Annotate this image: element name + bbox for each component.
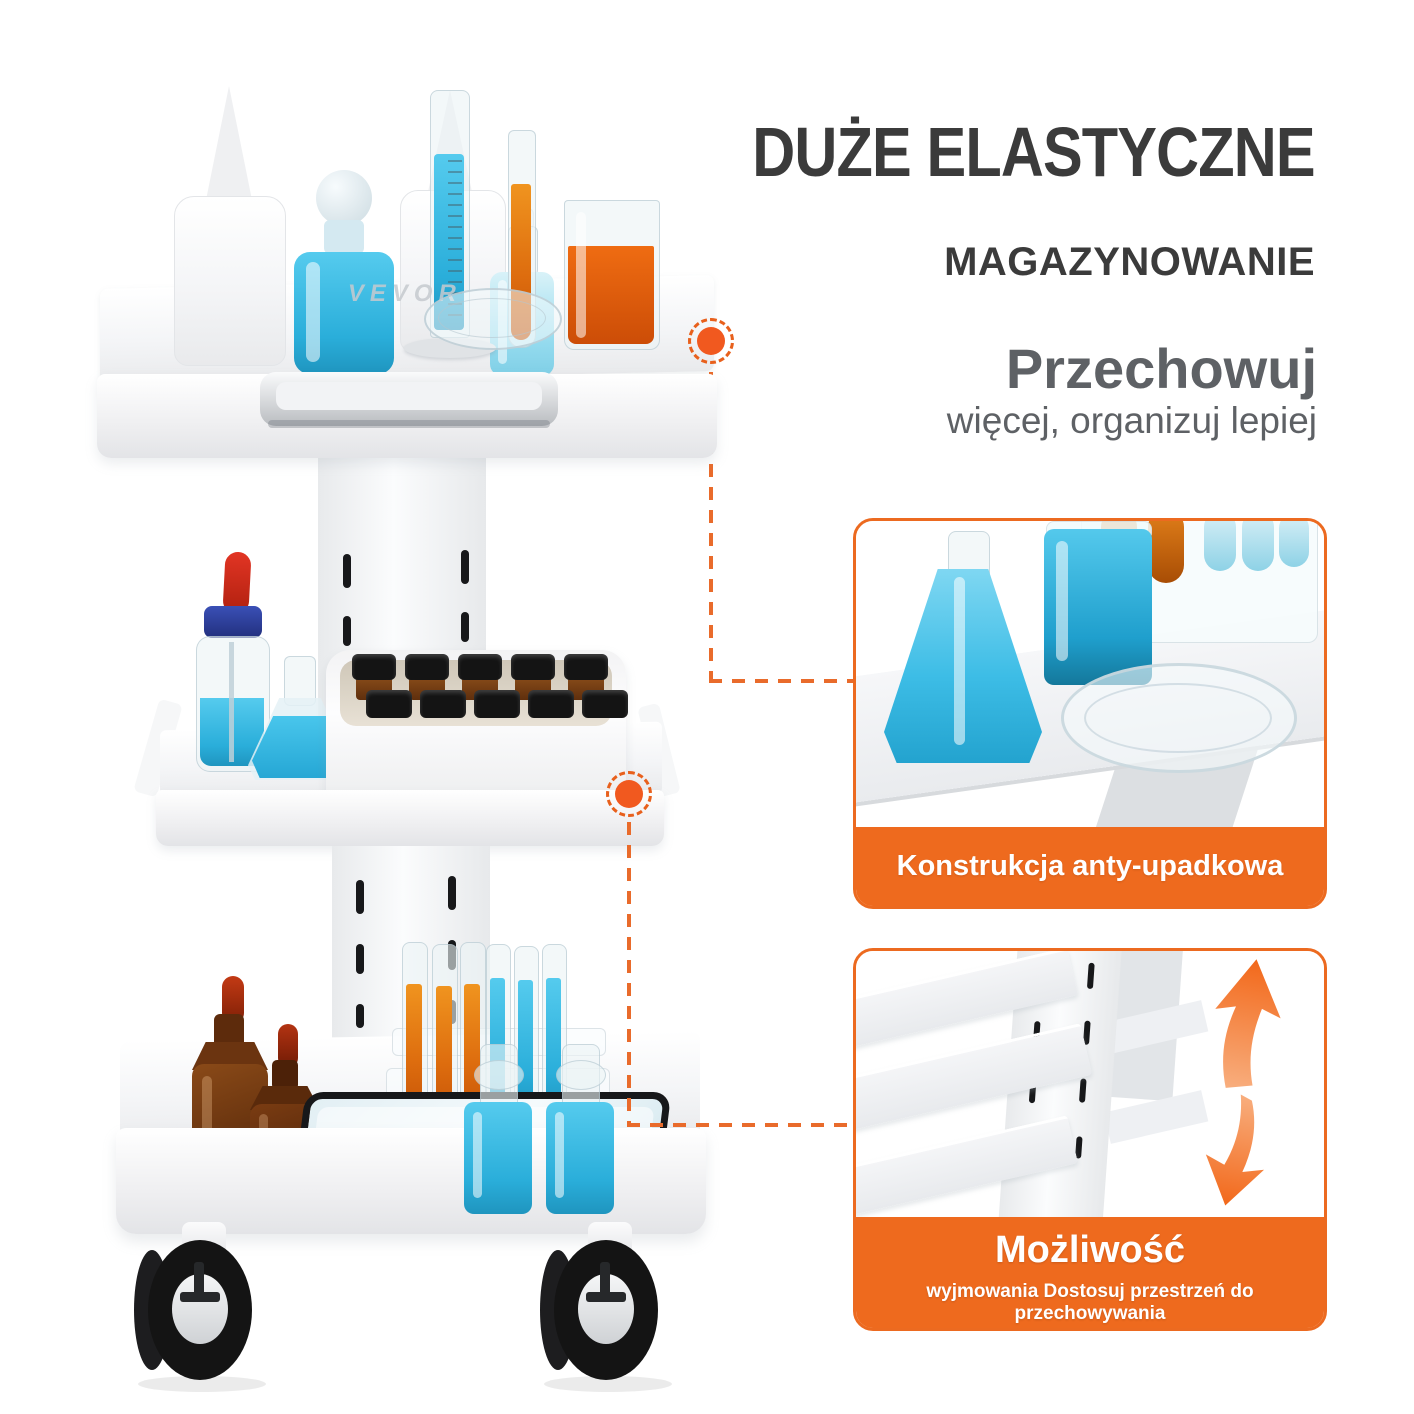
column-slot <box>1086 962 1095 990</box>
vial-cap <box>528 690 574 718</box>
column-slot <box>448 876 456 910</box>
callout-dot-icon <box>615 780 643 808</box>
height-adjust-arrows <box>1205 959 1281 1206</box>
callout-line-vertical-1 <box>709 372 713 681</box>
brake-lever <box>180 1292 220 1302</box>
column-slot <box>356 880 364 914</box>
feature-card-photo <box>856 951 1324 1217</box>
vial-cap <box>405 654 449 680</box>
glass-stopper <box>316 170 372 226</box>
amber-bottle-neck <box>272 1060 298 1090</box>
blue-bottle <box>464 1102 532 1214</box>
feature-card-anti-fall: Konstrukcja anty-upadkowa <box>853 518 1327 909</box>
vial-cap <box>352 654 396 680</box>
cylinder-graduations <box>448 160 462 318</box>
tube-liquid-orange <box>436 986 452 1118</box>
brake-lever <box>600 1262 610 1298</box>
vial-cap <box>582 690 628 718</box>
reagent-bottle-blue <box>294 252 394 374</box>
column-slot <box>356 944 364 974</box>
feature-caption-sub: wyjmowania Dostosuj przestrzeń do przech… <box>926 1281 1254 1324</box>
handle-opening <box>276 382 542 410</box>
arrow-up-icon <box>1215 959 1281 1088</box>
tube-cyan <box>1204 521 1236 571</box>
vial-cap <box>564 654 608 680</box>
beaker-sheen <box>576 212 586 338</box>
vial-cap <box>511 654 555 680</box>
vial-cap <box>458 654 502 680</box>
feature-caption-title: Możliwość <box>994 1229 1186 1271</box>
flask-neck <box>284 656 316 706</box>
feature-caption-bar: Konstrukcja anty-upadkowa <box>856 827 1324 906</box>
page-title: DUŻE ELASTYCZNE <box>752 113 1316 191</box>
arrow-down-icon <box>1205 1094 1265 1206</box>
callout-dot-ring-2 <box>606 771 652 817</box>
column-slot <box>461 612 469 642</box>
tagline-sub: więcej, organizuj lepiej <box>946 400 1317 441</box>
tube-orange <box>1148 521 1184 583</box>
column-slot <box>343 616 351 646</box>
brake-lever <box>194 1262 204 1298</box>
handle-shadow <box>268 420 550 428</box>
feature-caption: Konstrukcja anty-upadkowa <box>896 850 1284 882</box>
tube-liquid-orange <box>406 984 422 1116</box>
vial-cap <box>474 690 520 718</box>
amber-dropper-tip <box>222 976 244 1024</box>
dropper-cap-blue <box>204 606 262 638</box>
squeeze-bottle-nozzle <box>206 86 252 200</box>
callout-dot-icon <box>697 327 725 355</box>
page-subtitle: MAGAZYNOWANIE <box>944 240 1315 284</box>
amber-dropper-tip <box>278 1024 298 1068</box>
middle-shelf-front <box>156 790 664 846</box>
callout-line-vertical-2 <box>627 822 631 1125</box>
squeeze-bottle <box>174 196 286 366</box>
column-slot <box>461 550 469 584</box>
tube-cyan <box>1279 521 1309 567</box>
blue-bottle-bulge <box>474 1060 524 1090</box>
bottle-neck <box>324 220 364 254</box>
blue-bottle <box>546 1102 614 1214</box>
brake-lever <box>586 1292 626 1302</box>
blue-bottle-bulge <box>556 1060 606 1090</box>
bottom-shelf-front <box>116 1128 706 1234</box>
petri-dish-inner <box>438 298 546 338</box>
callout-line-horizontal-1 <box>709 679 853 683</box>
tube-cyan <box>1242 521 1274 571</box>
vial-cap <box>420 690 466 718</box>
feature-caption-bar: Możliwość wyjmowania Dostosuj przestrzeń… <box>856 1217 1324 1328</box>
callout-line-horizontal-2 <box>627 1123 853 1127</box>
wheel-shadow <box>138 1376 266 1392</box>
wheel-shadow <box>544 1376 672 1392</box>
jar-blue <box>1044 529 1152 685</box>
feature-card-photo <box>856 521 1324 827</box>
flask-sheen <box>954 577 965 745</box>
tagline-main: Przechowuj <box>1005 337 1317 400</box>
column-slot <box>343 554 351 588</box>
feature-card-adjustable: Możliwość wyjmowania Dostosuj przestrzeń… <box>853 948 1327 1331</box>
column-slot <box>356 1004 364 1028</box>
column-slot <box>1078 1078 1087 1103</box>
callout-dot-ring-1 <box>688 318 734 364</box>
cart-handle <box>260 372 558 428</box>
vial-cap <box>366 690 412 718</box>
dropper-pipette <box>229 642 234 762</box>
petri-dish-inner <box>1084 683 1272 753</box>
tube-liquid-orange <box>464 984 480 1118</box>
